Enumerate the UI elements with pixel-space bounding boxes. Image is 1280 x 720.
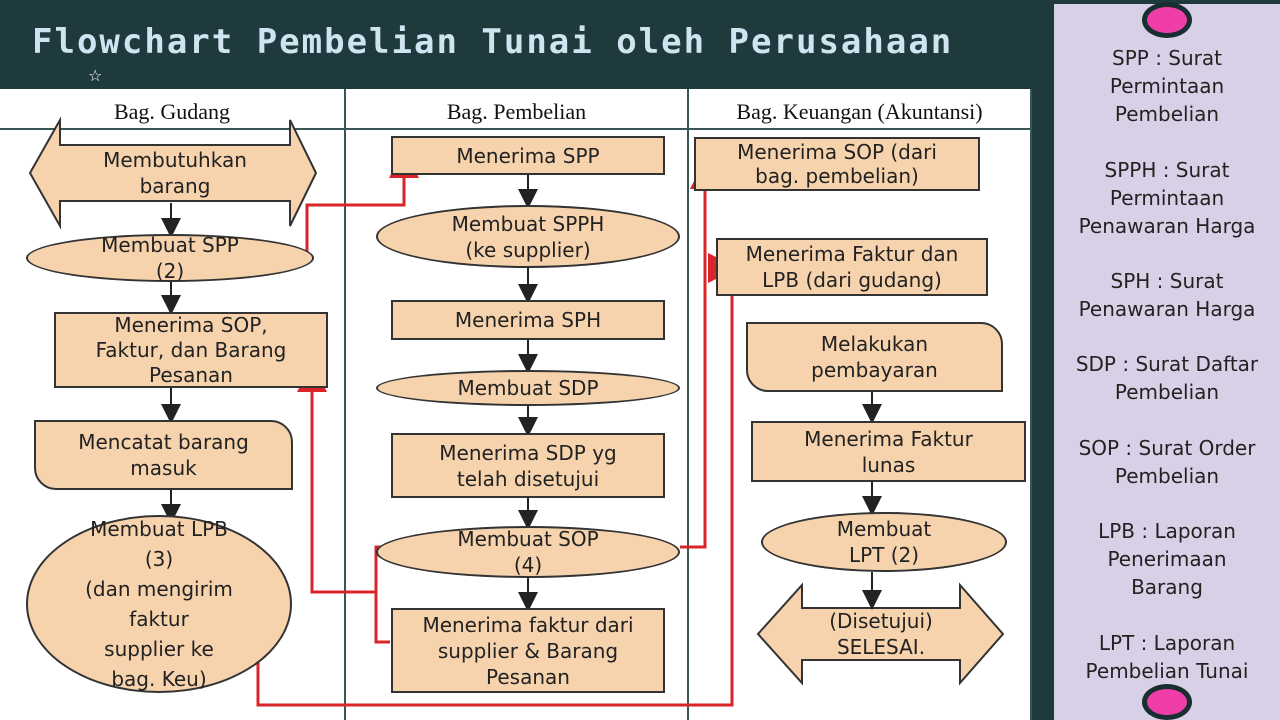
node-menerima-faktur-barang: Menerima faktur dari supplier & Barang P… <box>391 608 665 693</box>
node-membuat-spph: Membuat SPPH (ke supplier) <box>376 205 680 268</box>
node-menerima-faktur-lpb: Menerima Faktur dan LPB (dari gudang) <box>716 238 988 296</box>
legend-lpb: LPB : Laporan Penerimaan Barang <box>1098 519 1236 599</box>
legend-sop: SOP : Surat Order Pembelian <box>1078 436 1256 488</box>
node-menerima-sph: Menerima SPH <box>391 300 665 340</box>
column-header-pembelian: Bag. Pembelian <box>446 99 587 124</box>
end-terminal-shape <box>756 582 1005 686</box>
header-divider <box>0 128 1032 130</box>
flow-arrow-sop-to-keuangan <box>680 159 720 549</box>
flow-arrow-sop-to-faktur <box>374 592 390 644</box>
legend-lpt: LPT : Laporan Pembelian Tunai <box>1085 631 1249 683</box>
legend-spph: SPPH : Surat Permintaan Penawaran Harga <box>1078 158 1256 238</box>
node-menerima-faktur-lunas: Menerima Faktur lunas <box>751 421 1026 482</box>
node-menerima-sdp: Menerima SDP yg telah disetujui <box>391 433 665 498</box>
node-membuat-lpt: Membuat LPT (2) <box>761 512 1007 572</box>
node-membuat-lpb: Membuat LPB (3) (dan mengirim faktur sup… <box>26 515 292 693</box>
node-menerima-spp: Menerima SPP <box>391 136 665 175</box>
node-menerima-sop-faktur-barang: Menerima SOP, Faktur, dan Barang Pesanan <box>54 312 328 388</box>
node-membuat-sdp: Membuat SDP <box>376 370 680 406</box>
column-header-keuangan: Bag. Keuangan (Akuntansi) <box>736 99 983 124</box>
pin-icon <box>1142 2 1192 38</box>
node-mencatat-barang-masuk: Mencatat barang masuk <box>34 420 293 490</box>
legend-sph: SPH : Surat Penawaran Harga <box>1078 269 1256 321</box>
node-melakukan-pembayaran: Melakukan pembayaran <box>746 322 1003 392</box>
start-terminal-shape <box>28 116 318 230</box>
flow-arrow-spp-to-pembelian <box>305 148 419 258</box>
node-menerima-sop-keuangan: Menerima SOP (dari bag. pembelian) <box>694 137 980 191</box>
connector-layer <box>28 116 1005 707</box>
node-membuat-spp: Membuat SPP (2) <box>26 233 314 283</box>
legend-spp: SPP : Surat Permintaan Pembelian <box>1109 46 1225 126</box>
node-selesai: (Disetujui) SELESAI. <box>829 609 933 659</box>
node-membuat-sop: Membuat SOP (4) <box>376 526 680 578</box>
legend-sdp: SDP : Surat Daftar Pembelian <box>1075 352 1259 404</box>
node-membutuhkan-barang: Membutuhkan barang <box>103 148 247 198</box>
column-header-gudang: Bag. Gudang <box>113 99 231 124</box>
page-title: Flowchart Pembelian Tunai oleh Perusahaa… <box>32 22 954 62</box>
legend-sidebar <box>1054 4 1280 720</box>
column-divider <box>687 89 689 720</box>
flow-arrow-lpb-to-keuangan <box>256 262 747 707</box>
column-divider <box>1030 89 1032 720</box>
column-divider <box>344 89 346 720</box>
star-icon: ☆ <box>88 66 103 85</box>
pin-icon <box>1142 684 1192 720</box>
